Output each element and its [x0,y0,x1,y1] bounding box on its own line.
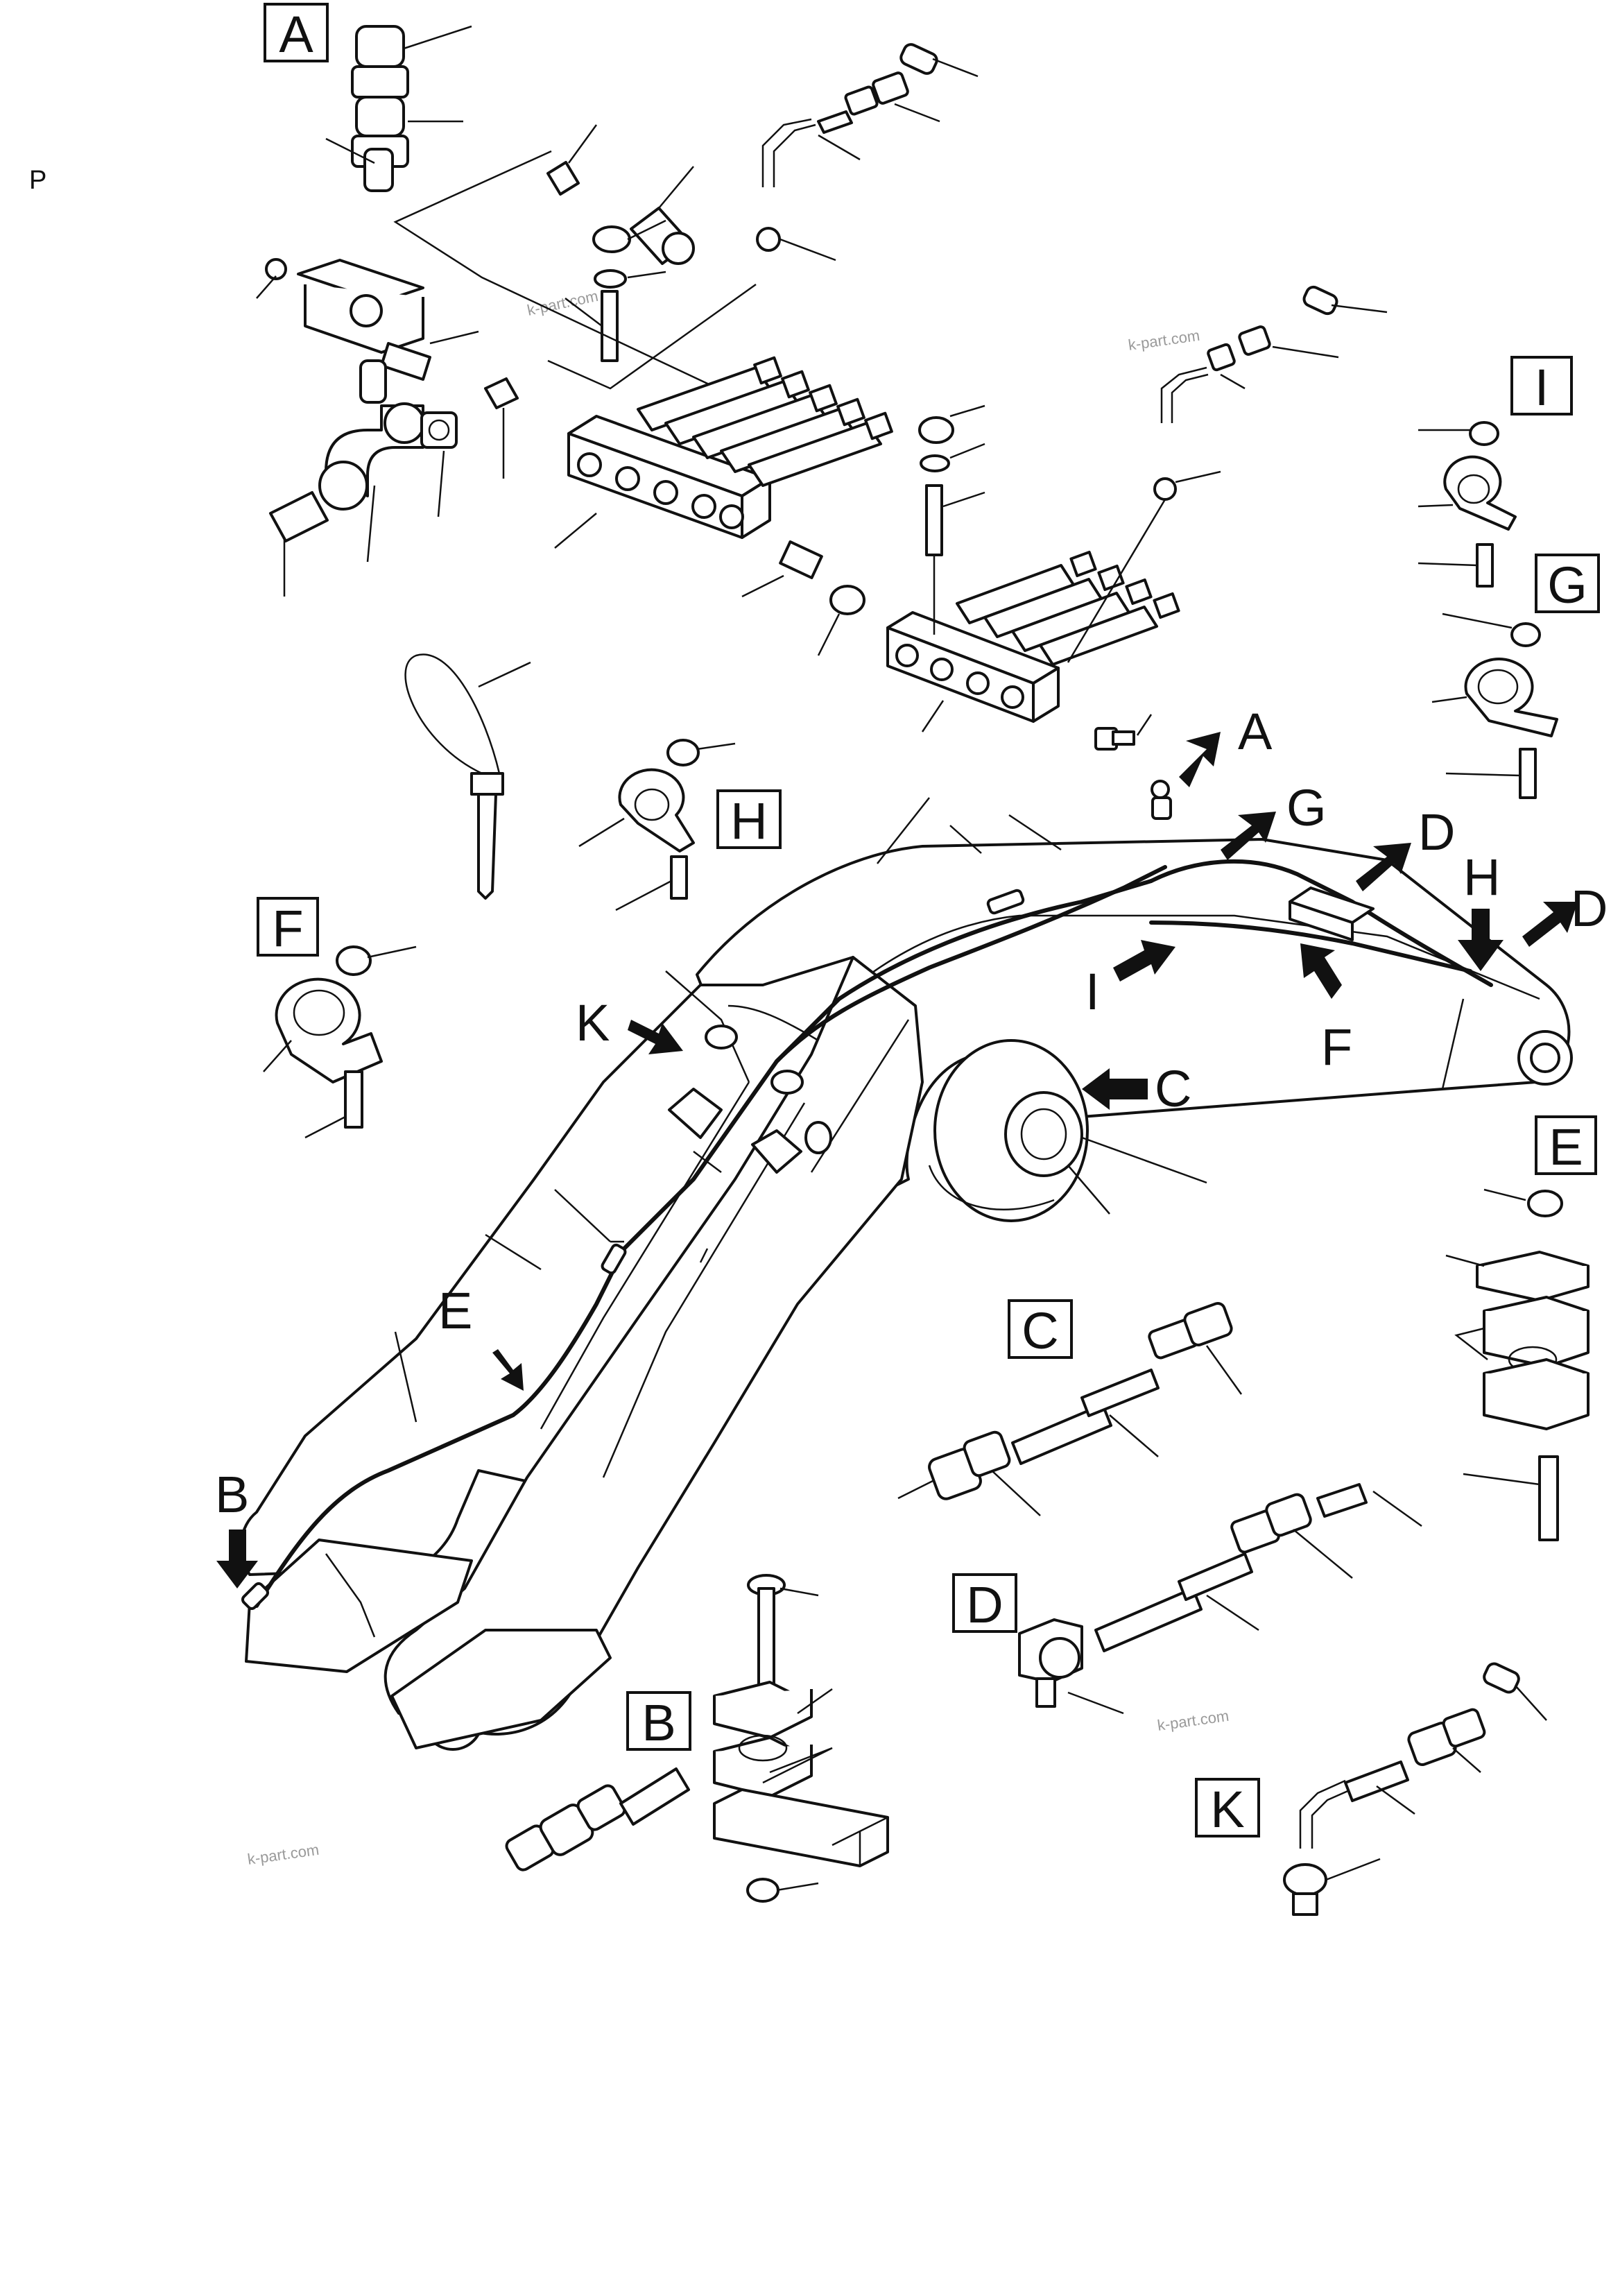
svg-text:F: F [272,900,303,957]
detail-e-clamp [1445,1188,1590,1541]
svg-text:G: G [1547,556,1587,614]
svg-text:H: H [730,792,767,850]
detail-c-fittings [897,1302,1243,1516]
detail-label-h: H [716,789,782,850]
detail-a-fittings [256,25,757,597]
detail-label-e: E [1535,1115,1597,1176]
detail-label-f: F [257,897,319,957]
svg-text:B: B [641,1694,675,1751]
svg-text:A: A [1238,703,1273,760]
svg-text:C: C [1022,1302,1058,1360]
cable-tie [404,653,531,900]
clip-detail-f [263,945,417,1139]
detail-label-a: A [264,3,329,63]
detail-label-c: C [1008,1299,1073,1360]
watermark: k-part.com [246,1841,320,1868]
corner-mark: P [29,166,46,195]
callout-arrow-c: C [1082,1060,1191,1117]
boom [239,797,1573,1751]
callout-arrow-h: H [1458,848,1504,971]
svg-text:D: D [1418,803,1455,861]
svg-text:I: I [1535,359,1549,416]
detail-label-k: K [1195,1778,1260,1838]
detail-label-g: G [1535,554,1600,614]
svg-text:F: F [1321,1018,1352,1076]
clip-detail-h [578,739,736,911]
pipe-fitting-top [756,43,979,262]
svg-text:A: A [279,6,313,63]
watermark: k-part.com [1127,327,1200,354]
callout-arrow-d1: D [1356,803,1455,891]
detail-b-fittings [505,1574,889,1903]
svg-text:K: K [1210,1781,1244,1838]
svg-text:G: G [1286,779,1327,837]
clip-detail-i [1418,421,1517,588]
detail-label-b: B [626,1691,691,1751]
callout-arrow-d2: D [1522,880,1608,947]
callout-arrow-f: F [1300,943,1352,1076]
svg-text:K: K [576,994,610,1052]
svg-text:I: I [1085,963,1100,1020]
callout-arrow-k: K [576,994,683,1054]
detail-k-fittings [1283,1662,1547,1916]
svg-text:E: E [1549,1118,1583,1176]
detail-label-i: I [1510,356,1573,416]
callout-arrow-a: A [1179,703,1273,787]
svg-text:D: D [966,1576,1003,1634]
callout-arrow-i: I [1085,940,1175,1020]
callout-arrow-b: B [215,1466,258,1588]
clip-detail-g [1431,612,1558,799]
grease-hoses [241,780,1493,1611]
callout-arrow-e: E [438,1282,524,1391]
callout-arrow-g: G [1221,779,1327,860]
distribution-block-1 [554,356,893,656]
svg-text:D: D [1571,880,1608,937]
detail-label-d: D [952,1573,1017,1634]
distribution-block-2 [886,285,1388,751]
svg-text:C: C [1155,1060,1191,1117]
detail-d-fittings [1018,1483,1422,1715]
svg-text:H: H [1463,848,1500,906]
svg-text:B: B [215,1466,249,1523]
watermark: k-part.com [1156,1707,1230,1734]
svg-text:E: E [438,1282,472,1339]
